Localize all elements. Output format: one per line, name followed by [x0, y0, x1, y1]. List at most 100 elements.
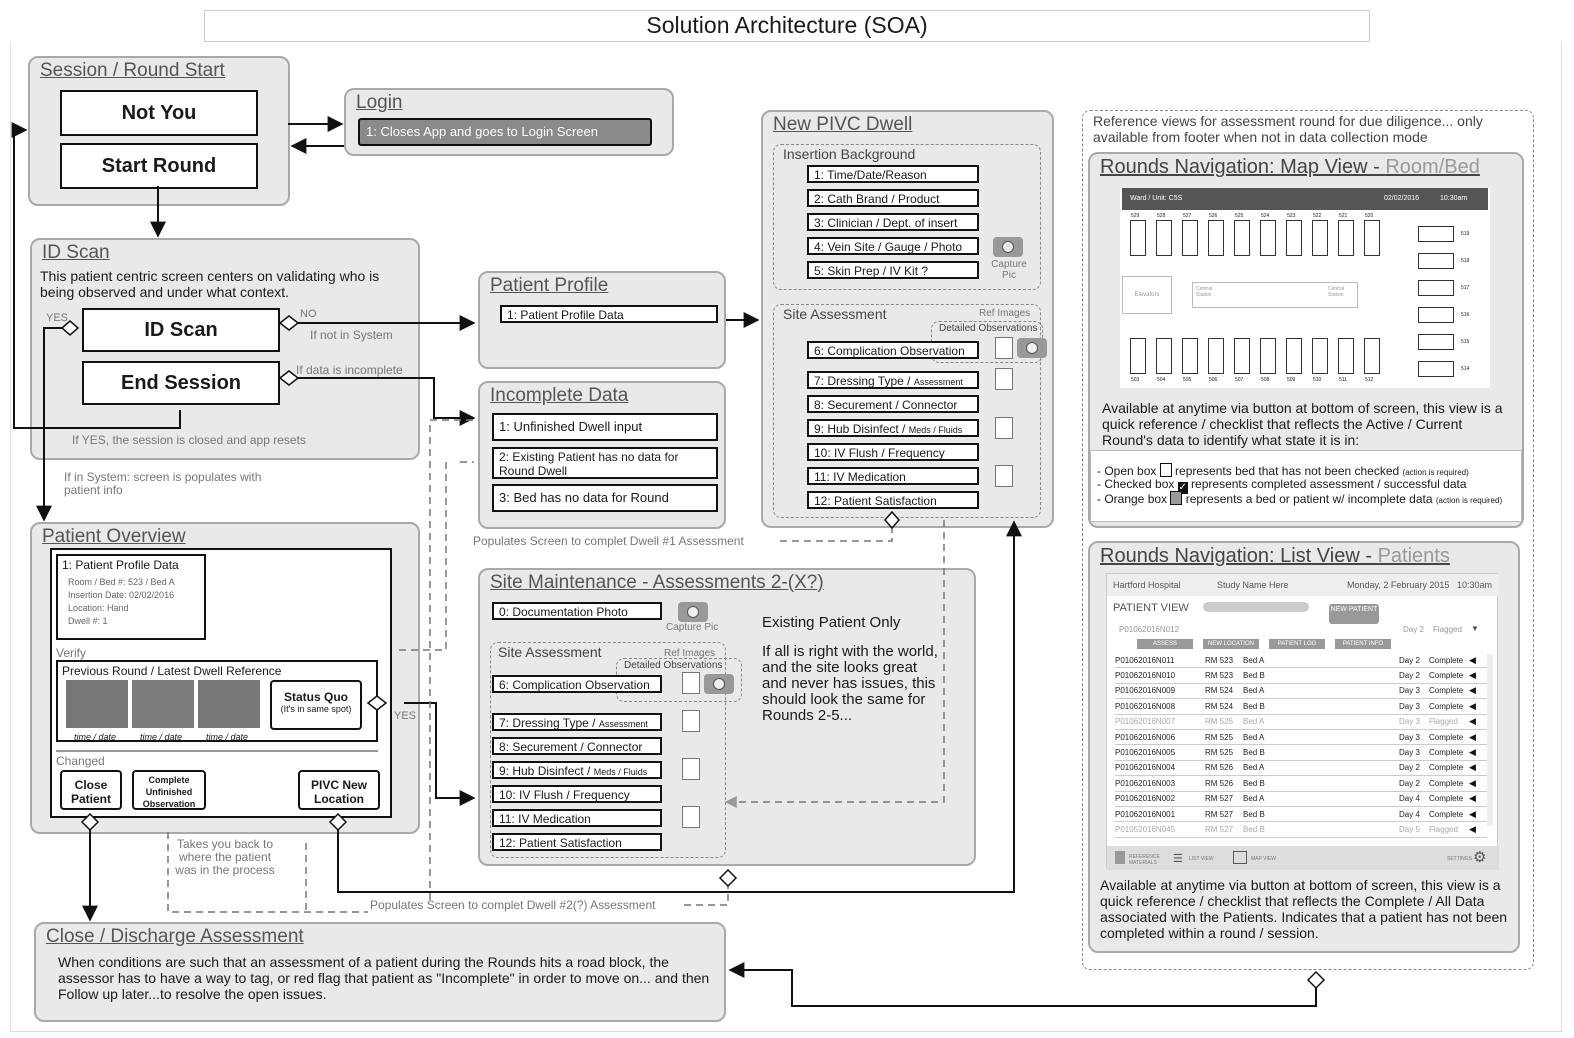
room-518[interactable]: 518: [1418, 253, 1469, 269]
row-arrow-icon[interactable]: ◀: [1469, 685, 1476, 696]
end-session-button[interactable]: End Session: [82, 361, 280, 405]
row-arrow-icon[interactable]: ◀: [1469, 762, 1476, 773]
room-509[interactable]: 509: [1286, 338, 1302, 383]
pivc-site-item-11[interactable]: 11: IV Medication: [807, 467, 979, 485]
camera-icon[interactable]: [993, 237, 1023, 257]
selected-patient-row[interactable]: P01062016N012 Day 2 Flagged ▼: [1119, 624, 1479, 634]
maint-ref-doc-icon[interactable]: [682, 672, 700, 694]
ref-image-doc-icon[interactable]: [995, 337, 1013, 359]
maint-hub-doc-icon[interactable]: [682, 758, 700, 780]
maint-item-7[interactable]: 7: Dressing Type / Assessment: [492, 713, 662, 731]
room-515[interactable]: 515: [1418, 334, 1469, 350]
room-525[interactable]: 525: [1234, 213, 1250, 256]
maint-detailed-camera-icon[interactable]: [704, 674, 734, 694]
pivc-site-item-12[interactable]: 12: Patient Satisfaction: [807, 491, 979, 509]
incomplete-item-2[interactable]: 2: Existing Patient has no data for Roun…: [492, 447, 718, 479]
maint-item-11[interactable]: 11: IV Medication: [492, 809, 662, 827]
incomplete-item-3[interactable]: 3: Bed has no data for Round: [492, 484, 718, 512]
room-529[interactable]: 529: [1130, 213, 1146, 256]
room-524[interactable]: 524: [1260, 213, 1276, 256]
room-510[interactable]: 510: [1312, 338, 1328, 383]
maint-item-6[interactable]: 6: Complication Observation: [492, 675, 662, 693]
medication-doc-icon[interactable]: [995, 465, 1013, 487]
maint-item-12[interactable]: 12: Patient Satisfaction: [492, 833, 662, 851]
room-523[interactable]: 523: [1286, 213, 1302, 256]
search-bar[interactable]: [1203, 602, 1309, 612]
pivc-site-item-6[interactable]: 6: Complication Observation: [807, 341, 979, 359]
documentation-photo-item[interactable]: 0: Documentation Photo: [492, 602, 662, 620]
room-527[interactable]: 527: [1182, 213, 1198, 256]
room-507[interactable]: 507: [1234, 338, 1250, 383]
room-521[interactable]: 521: [1338, 213, 1354, 256]
detailed-camera-icon[interactable]: [1017, 338, 1047, 358]
row-arrow-icon[interactable]: ◀: [1469, 793, 1476, 804]
gear-icon[interactable]: ⚙: [1473, 849, 1487, 866]
room-508[interactable]: 508: [1260, 338, 1276, 383]
reference-materials-icon[interactable]: [1115, 851, 1125, 864]
login-item[interactable]: 1: Closes App and goes to Login Screen: [358, 118, 652, 146]
previous-photo-3[interactable]: [198, 680, 260, 728]
pivc-item-1[interactable]: 1: Time/Date/Reason: [807, 165, 979, 183]
room-512[interactable]: 512: [1364, 338, 1380, 383]
complete-unfinished-button[interactable]: Complete Unfinished Observation: [132, 770, 206, 810]
pivc-site-item-10[interactable]: 10: IV Flush / Frequency: [807, 443, 979, 461]
incomplete-item-1[interactable]: 1: Unfinished Dwell input: [492, 413, 718, 441]
room-516[interactable]: 516: [1418, 307, 1469, 323]
row-arrow-icon[interactable]: ◀: [1469, 670, 1476, 681]
pivc-item-5[interactable]: 5: Skin Prep / IV Kit ?: [807, 261, 979, 279]
row-arrow-icon[interactable]: ◀: [1469, 808, 1476, 819]
row-arrow-icon[interactable]: ◀: [1469, 777, 1476, 788]
pivc-item-4[interactable]: 4: Vein Site / Gauge / Photo: [807, 237, 979, 255]
pivc-item-2[interactable]: 2: Cath Brand / Product: [807, 189, 979, 207]
room-526[interactable]: 526: [1208, 213, 1224, 256]
row-arrow-icon[interactable]: ◀: [1469, 747, 1476, 758]
list-view-icon[interactable]: ☰: [1173, 853, 1183, 865]
maint-item-8[interactable]: 8: Securement / Connector: [492, 737, 662, 755]
pivc-site-item-8[interactable]: 8: Securement / Connector: [807, 395, 979, 413]
room-503[interactable]: 503: [1130, 338, 1146, 383]
map-view-label[interactable]: MAP VIEW: [1251, 856, 1276, 862]
reference-materials-label[interactable]: REFERENCE MATERIALS: [1129, 854, 1160, 866]
pivc-site-item-9[interactable]: 9: Hub Disinfect / Meds / Fluids: [807, 419, 979, 437]
maint-medication-doc-icon[interactable]: [682, 806, 700, 828]
previous-photo-1[interactable]: [66, 680, 128, 728]
list-tab[interactable]: NEW LOCATION: [1203, 639, 1259, 649]
maint-item-10[interactable]: 10: IV Flush / Frequency: [492, 785, 662, 803]
dropdown-icon[interactable]: ▼: [1471, 624, 1479, 633]
row-arrow-icon[interactable]: ◀: [1469, 654, 1476, 665]
room-506[interactable]: 506: [1208, 338, 1224, 383]
room-517[interactable]: 517: [1418, 280, 1469, 296]
room-514[interactable]: 514: [1418, 361, 1469, 377]
new-patient-button[interactable]: NEW PATIENT: [1329, 604, 1379, 624]
row-arrow-icon[interactable]: ◀: [1469, 731, 1476, 742]
room-522[interactable]: 522: [1312, 213, 1328, 256]
maint-dressing-doc-icon[interactable]: [682, 710, 700, 732]
row-arrow-icon[interactable]: ◀: [1469, 716, 1476, 727]
room-528[interactable]: 528: [1156, 213, 1172, 256]
room-519[interactable]: 519: [1418, 226, 1469, 242]
row-arrow-icon[interactable]: ◀: [1469, 823, 1476, 834]
map-view-icon[interactable]: [1233, 851, 1247, 864]
dressing-doc-icon[interactable]: [995, 368, 1013, 390]
id-scan-button[interactable]: ID Scan: [82, 308, 280, 352]
maint-item-9[interactable]: 9: Hub Disinfect / Meds / Fluids: [492, 761, 662, 779]
documentation-camera-icon[interactable]: [678, 602, 708, 622]
status-quo-button[interactable]: Status Quo (It's in same spot): [270, 680, 362, 730]
pivc-item-3[interactable]: 3: Clinician / Dept. of insert: [807, 213, 979, 231]
list-view-label[interactable]: LIST VIEW: [1189, 856, 1214, 862]
room-520[interactable]: 520: [1364, 213, 1380, 256]
row-arrow-icon[interactable]: ◀: [1469, 700, 1476, 711]
list-scrollbar[interactable]: [1487, 654, 1493, 826]
room-504[interactable]: 504: [1156, 338, 1172, 383]
room-505[interactable]: 505: [1182, 338, 1198, 383]
